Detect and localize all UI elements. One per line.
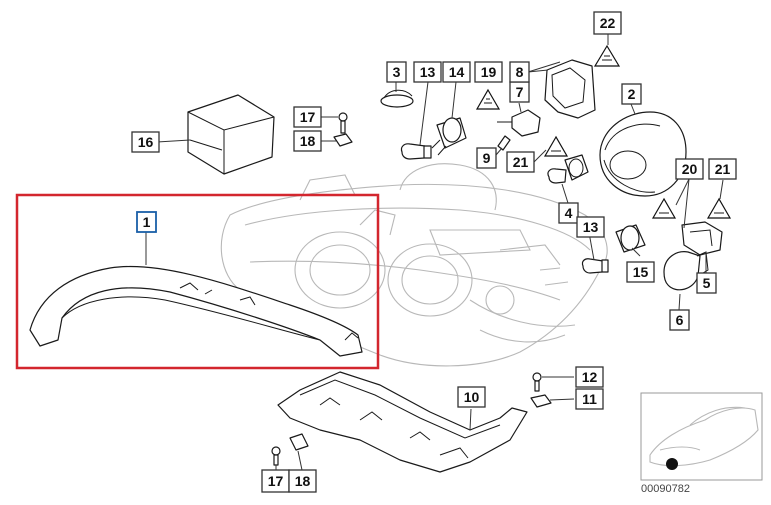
callout-2[interactable]: 2	[621, 83, 642, 105]
callout-12[interactable]: 12	[575, 366, 604, 388]
callout-9[interactable]: 9	[476, 147, 497, 169]
warning-triangle-icon-20	[651, 197, 677, 219]
clip-nut-part-11[interactable]	[530, 394, 552, 408]
callout-5[interactable]: 5	[696, 272, 717, 294]
callout-21-a[interactable]: 21	[506, 151, 535, 173]
svg-text:5: 5	[703, 275, 711, 291]
bulb-part-13b[interactable]	[581, 258, 609, 274]
callout-18-top[interactable]: 18	[293, 130, 322, 152]
reflector-dome-part[interactable]	[599, 111, 687, 197]
svg-text:1: 1	[143, 214, 151, 230]
callout-7[interactable]: 7	[509, 81, 530, 103]
svg-text:11: 11	[582, 391, 597, 407]
callout-17-bottom[interactable]: 17	[261, 469, 290, 493]
trim-strip-part[interactable]	[29, 265, 363, 357]
callout-21-b[interactable]: 21	[708, 158, 737, 180]
callout-17-top[interactable]: 17	[293, 106, 322, 128]
screw-part-12[interactable]	[532, 372, 542, 392]
svg-text:7: 7	[516, 84, 524, 100]
svg-text:20: 20	[682, 161, 698, 177]
lower-trim-part[interactable]	[277, 371, 528, 473]
clip-nut-part-top[interactable]	[333, 133, 353, 147]
leader-lines	[145, 34, 724, 471]
clip-nut-part-bottom[interactable]	[289, 433, 309, 451]
callout-6[interactable]: 6	[669, 309, 690, 331]
adjuster-part[interactable]	[497, 109, 541, 137]
svg-text:2: 2	[628, 86, 636, 102]
screw-part-9[interactable]	[497, 135, 511, 151]
callout-10[interactable]: 10	[457, 386, 486, 408]
svg-text:21: 21	[715, 161, 731, 177]
callout-18-bottom[interactable]: 18	[288, 469, 317, 493]
svg-text:9: 9	[483, 150, 491, 166]
callout-20[interactable]: 20	[675, 158, 704, 180]
svg-text:17: 17	[300, 109, 316, 125]
callout-4[interactable]: 4	[558, 202, 579, 224]
bracket-part[interactable]	[544, 59, 596, 119]
bulb-holder-part-4[interactable]	[547, 154, 589, 184]
callout-3[interactable]: 3	[386, 61, 407, 83]
callout-13-lower[interactable]: 13	[576, 216, 605, 238]
callout-1[interactable]: 1	[136, 211, 157, 233]
svg-text:14: 14	[449, 64, 465, 80]
svg-text:16: 16	[138, 134, 154, 150]
h7-bulb-part-top[interactable]	[400, 143, 432, 160]
callout-8[interactable]: 8	[509, 61, 530, 83]
svg-text:18: 18	[295, 473, 311, 489]
callout-16[interactable]: 16	[131, 131, 160, 153]
module-box-part[interactable]	[187, 94, 275, 175]
callout-19[interactable]: 19	[474, 61, 503, 83]
highlight-frame	[15, 193, 380, 370]
headlight-housing-ghost	[220, 163, 608, 367]
warning-triangle-icon-21a	[543, 135, 569, 157]
svg-text:15: 15	[633, 264, 649, 280]
callout-15[interactable]: 15	[626, 261, 655, 283]
warning-triangle-icon-21b	[706, 197, 732, 219]
svg-text:10: 10	[464, 389, 480, 405]
svg-text:13: 13	[583, 219, 599, 235]
svg-text:18: 18	[300, 133, 316, 149]
callout-11[interactable]: 11	[575, 388, 604, 410]
holder-part-5[interactable]	[681, 221, 723, 256]
bulb-socket-part-top[interactable]	[431, 117, 467, 156]
svg-text:21: 21	[513, 154, 529, 170]
svg-text:4: 4	[565, 205, 573, 221]
warning-triangle-icon-22	[593, 44, 621, 67]
socket-part-15[interactable]	[615, 224, 646, 253]
screw-part-top[interactable]	[338, 112, 348, 134]
callout-22[interactable]: 22	[593, 11, 622, 35]
screw-part-bottom[interactable]	[271, 446, 281, 466]
svg-text:22: 22	[600, 15, 616, 31]
retaining-ring-part[interactable]	[380, 89, 414, 108]
callout-13-top[interactable]: 13	[413, 61, 442, 83]
svg-text:19: 19	[481, 64, 497, 80]
callout-14[interactable]: 14	[442, 61, 471, 83]
svg-text:6: 6	[676, 312, 684, 328]
svg-text:13: 13	[420, 64, 436, 80]
vehicle-location-thumbnail	[640, 392, 763, 481]
svg-text:8: 8	[516, 64, 524, 80]
svg-text:17: 17	[268, 473, 284, 489]
warning-triangle-icon-19	[475, 88, 501, 110]
svg-text:12: 12	[582, 369, 598, 385]
svg-text:3: 3	[393, 64, 401, 80]
reference-code: 00090782	[641, 483, 690, 495]
